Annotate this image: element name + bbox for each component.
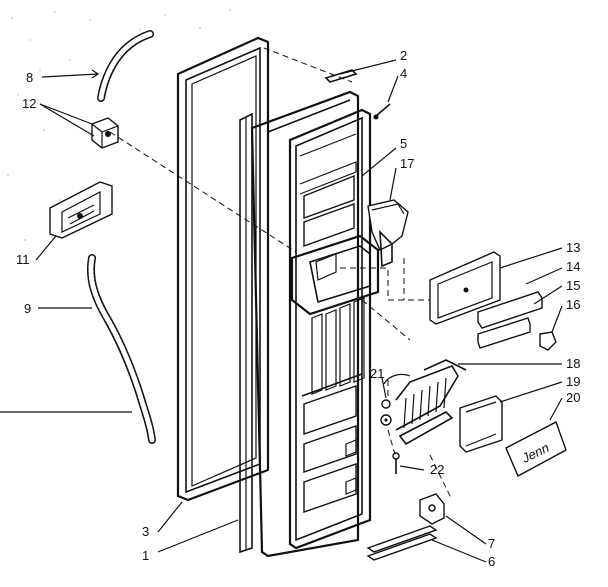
leader-lines <box>35 59 563 563</box>
plate-part-11 <box>49 181 113 239</box>
label-20: 20 <box>566 390 580 405</box>
bottom-trim-part-6 <box>366 525 438 561</box>
screw-part-4 <box>373 103 391 120</box>
button-part-16 <box>539 331 557 351</box>
scan-noise <box>7 9 231 241</box>
label-5: 5 <box>400 136 407 151</box>
label-7: 7 <box>488 536 495 551</box>
label-16: 16 <box>566 297 580 312</box>
ice-chute-part-17 <box>367 199 409 268</box>
label-22: 22 <box>430 462 444 477</box>
strip-plate <box>477 317 531 349</box>
breaker-strip-part-1 <box>239 112 253 554</box>
label-9: 9 <box>24 301 31 316</box>
label-14: 14 <box>566 259 580 274</box>
clip-part-7 <box>419 493 445 525</box>
label-19: 19 <box>566 374 580 389</box>
label-8: 8 <box>26 70 33 85</box>
label-4: 4 <box>400 66 407 81</box>
hose-long-part-9 <box>87 254 156 444</box>
label-2: 2 <box>400 48 407 63</box>
label-3: 3 <box>142 524 149 539</box>
label-6: 6 <box>488 554 495 569</box>
label-12: 12 <box>22 96 36 111</box>
trim-strip-part-19 <box>459 395 503 453</box>
label-21: 21 <box>370 366 384 381</box>
dispenser-panel-part-13 <box>429 251 501 325</box>
small-plate-part-15 <box>477 291 543 329</box>
part-labels: 8 12 11 9 3 1 2 4 5 17 13 14 15 16 18 19… <box>16 48 580 569</box>
heater-element-part-18 <box>383 359 467 446</box>
label-13: 13 <box>566 240 580 255</box>
label-18: 18 <box>566 356 580 371</box>
label-17: 17 <box>400 156 414 171</box>
nut-part-21 <box>380 399 392 426</box>
label-11: 11 <box>16 252 30 267</box>
assembly-lines <box>109 47 453 501</box>
top-trim-part-2 <box>324 69 358 83</box>
clip-bracket-part-12 <box>91 117 119 149</box>
label-1: 1 <box>142 548 149 563</box>
label-15: 15 <box>566 278 580 293</box>
nameplate-part-20: Jenn <box>505 421 567 477</box>
hose-short-part-8 <box>97 30 154 102</box>
screw-part-22 <box>392 452 400 474</box>
door-liner-part-5 <box>250 90 380 558</box>
